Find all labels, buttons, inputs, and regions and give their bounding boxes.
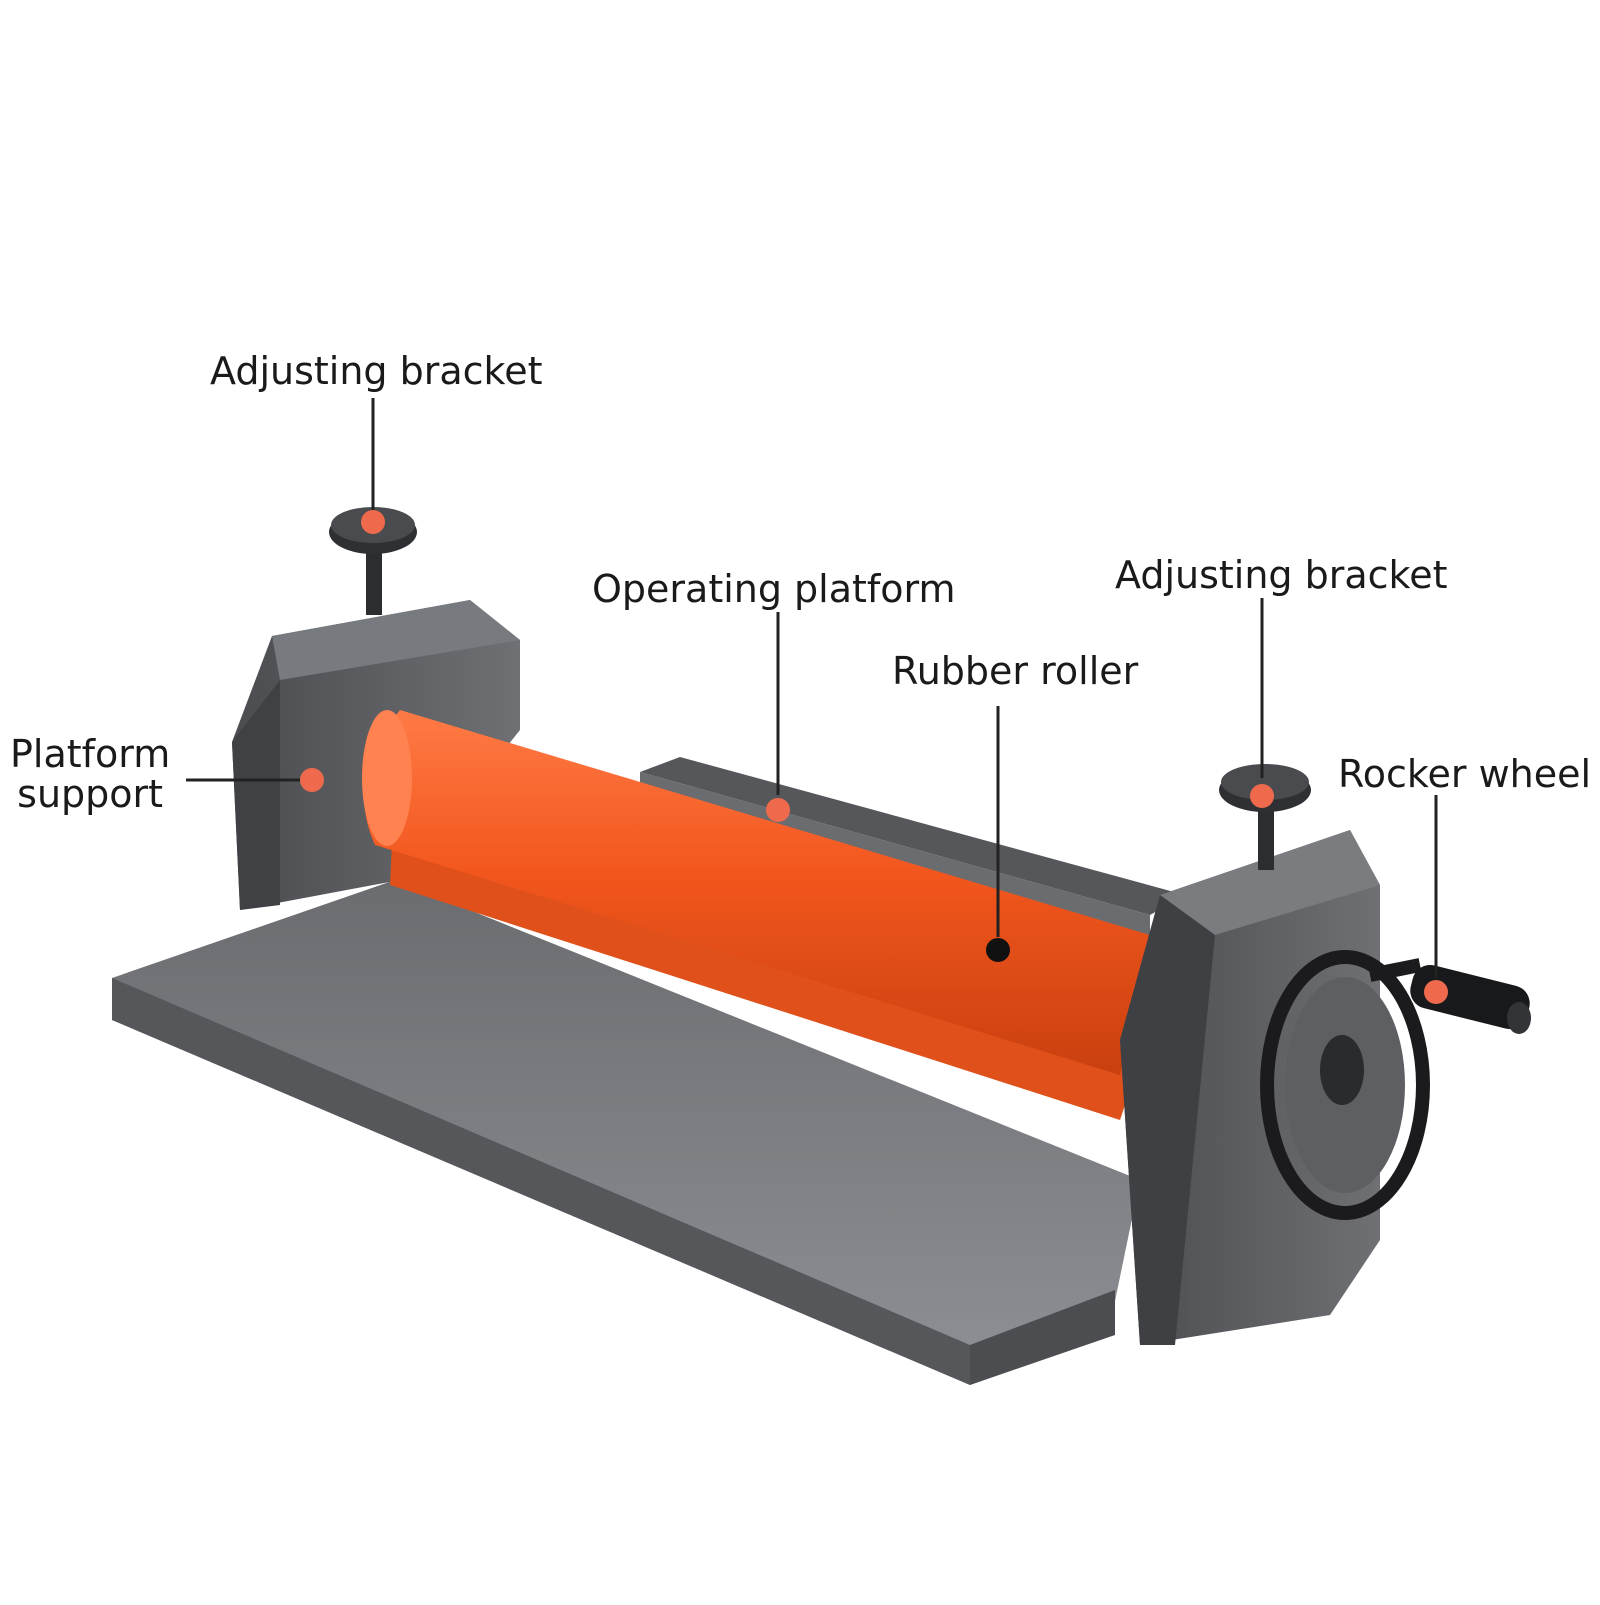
base-plate xyxy=(112,880,1140,1385)
callout-dot-adjusting-left xyxy=(361,510,385,534)
label-platform-support-line2: support xyxy=(17,772,164,816)
callout-dot-operating-platform xyxy=(766,798,790,822)
label-rubber-roller: Rubber roller xyxy=(892,649,1139,693)
leader-lines xyxy=(186,398,1438,978)
label-rocker-wheel: Rocker wheel xyxy=(1338,752,1592,796)
label-platform-support: Platform support xyxy=(10,734,170,814)
right-knob xyxy=(1219,764,1311,870)
label-operating-platform: Operating platform xyxy=(592,567,956,611)
label-platform-support-line1: Platform xyxy=(10,732,171,776)
label-adjusting-bracket-left: Adjusting bracket xyxy=(210,349,543,393)
callout-dot-rubber-roller xyxy=(986,938,1010,962)
callout-dot-rocker-wheel xyxy=(1424,980,1448,1004)
label-adjusting-bracket-right: Adjusting bracket xyxy=(1115,553,1448,597)
rubber-roller-shape xyxy=(362,710,1151,1075)
callout-dot-platform-support xyxy=(300,768,324,792)
callout-dot-adjusting-right xyxy=(1250,784,1274,808)
